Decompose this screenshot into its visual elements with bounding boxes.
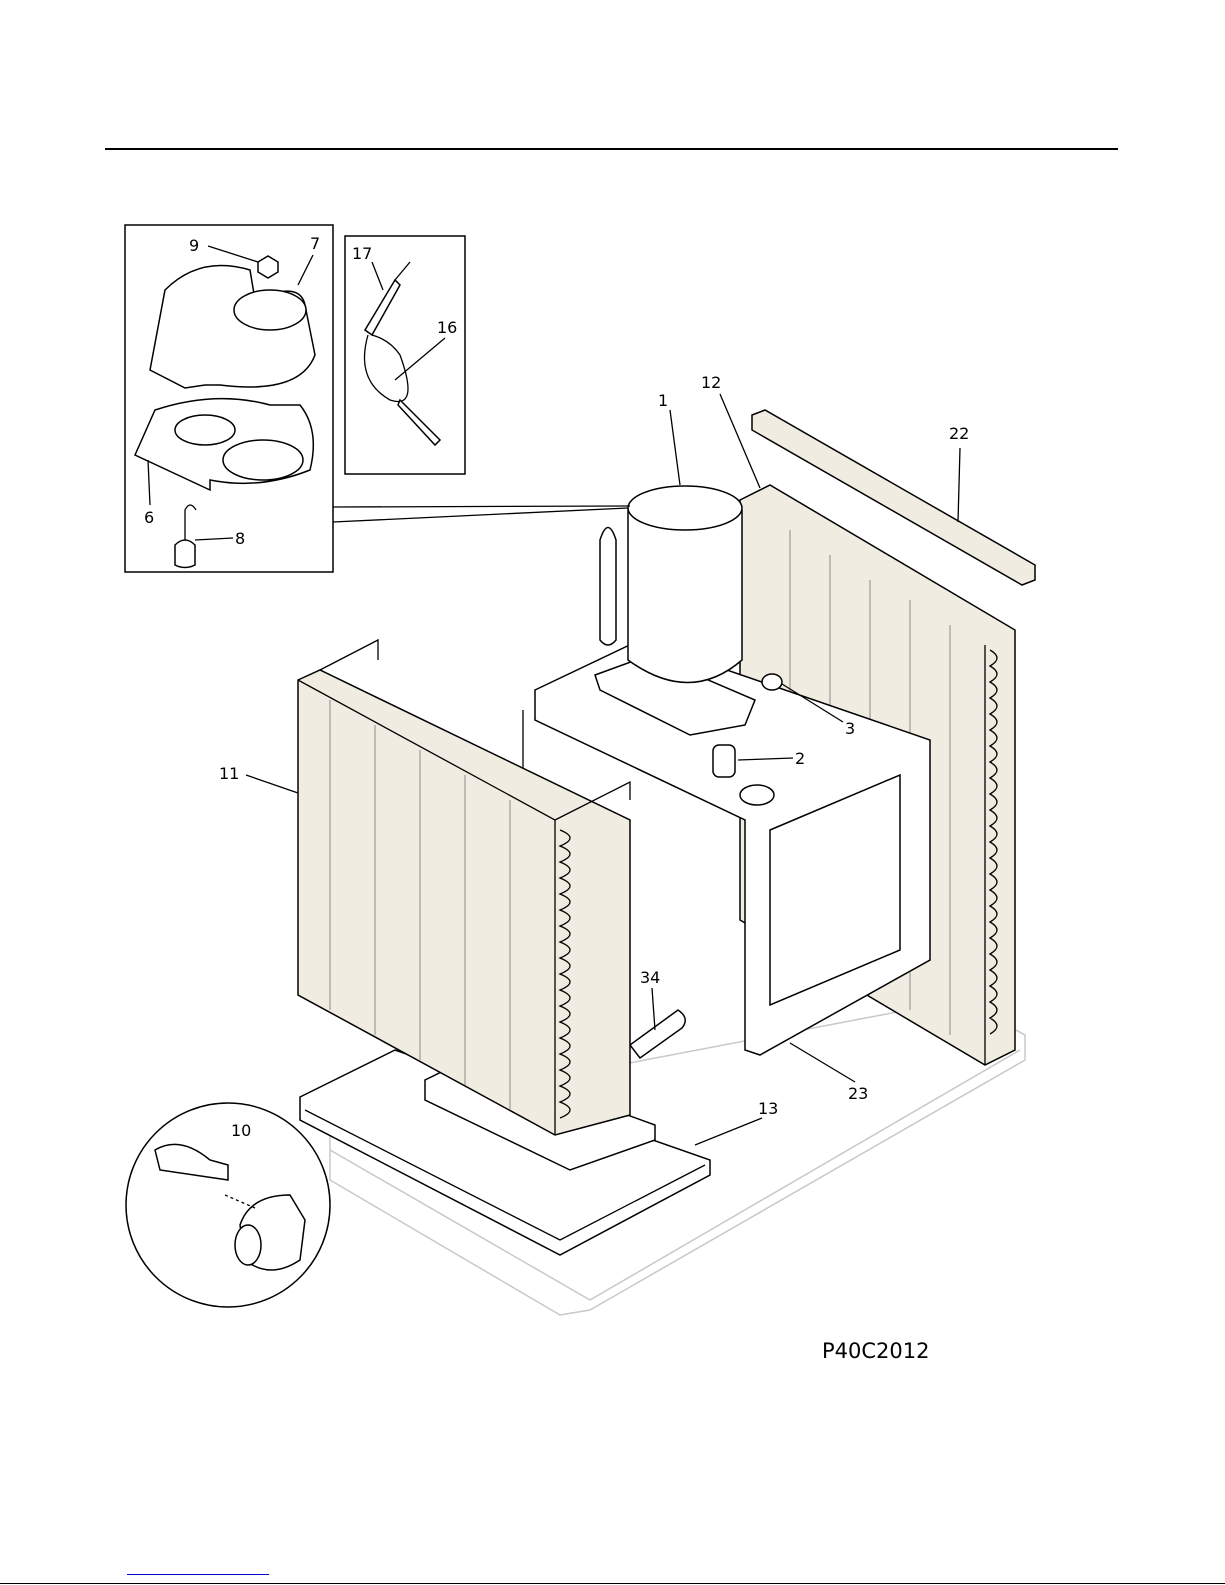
- callout-1: 1: [658, 391, 668, 410]
- grommet: [712, 744, 736, 778]
- callout-8: 8: [235, 529, 245, 548]
- tube: [628, 1009, 686, 1060]
- callout-2: 2: [795, 749, 805, 768]
- nut: [761, 673, 783, 691]
- callout-9: 9: [189, 236, 199, 255]
- drawing-code: P40C2012: [822, 1339, 930, 1363]
- callout-13: 13: [758, 1099, 778, 1118]
- inset-overload-protector: [344, 235, 466, 475]
- leader-lines: [147, 245, 961, 1146]
- footer-rule: [0, 1583, 1225, 1584]
- callout-22: 22: [949, 424, 969, 443]
- callout-7: 7: [310, 234, 320, 253]
- callout-34: 34: [640, 968, 660, 987]
- callout-16: 16: [437, 318, 457, 337]
- callout-23: 23: [848, 1084, 868, 1103]
- compressor-mount-bracket: [522, 639, 931, 1056]
- callout-10: 10: [231, 1121, 251, 1140]
- compressor: [594, 485, 756, 736]
- callout-3: 3: [845, 719, 855, 738]
- callout-17: 17: [352, 244, 372, 263]
- footer-link-underline[interactable]: [127, 1574, 269, 1575]
- detail-mounting-clip: [125, 1102, 331, 1308]
- callout-11: 11: [219, 764, 239, 783]
- seal-strip: [751, 409, 1036, 586]
- evaporator-coil-front: [297, 638, 631, 1136]
- inset-terminal-cover: [124, 224, 631, 573]
- callout-12: 12: [701, 373, 721, 392]
- callout-6: 6: [144, 508, 154, 527]
